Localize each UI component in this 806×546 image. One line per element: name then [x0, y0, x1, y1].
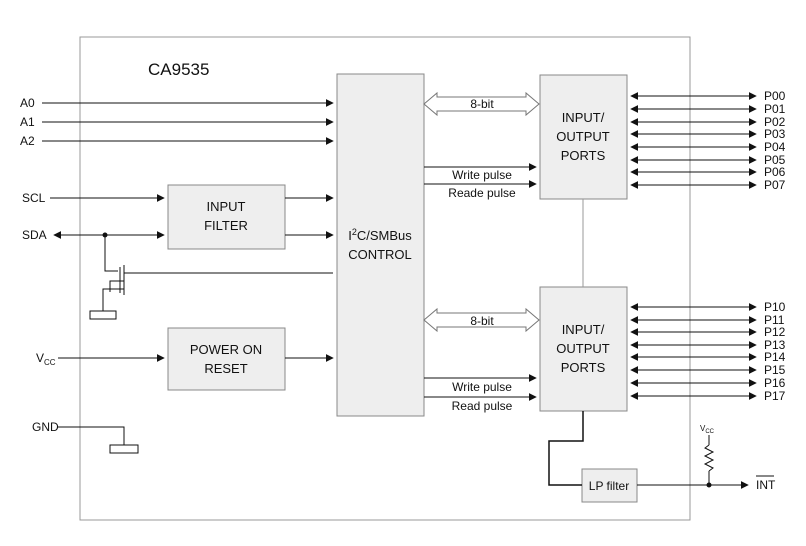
pin-p04: P04: [764, 140, 786, 154]
control-block: I2C/SMBus CONTROL: [336, 73, 425, 417]
a0-label: A0: [20, 96, 35, 110]
pin-p01: P01: [764, 102, 786, 116]
int-junction: [706, 482, 712, 488]
chip-name: CA9535: [148, 60, 209, 79]
top-read-label: Reade pulse: [448, 186, 516, 200]
pin-p14: P14: [764, 350, 786, 364]
pin-p17: P17: [764, 389, 786, 403]
pin-p11: P11: [764, 313, 785, 327]
int-output-line: [637, 435, 749, 489]
power-on-reset-label-1: POWER ON: [190, 342, 262, 357]
a2-label: A2: [20, 134, 35, 148]
lp-filter-block: LP filter: [581, 468, 638, 503]
control-label-2: CONTROL: [348, 247, 412, 262]
pin-p06: P06: [764, 165, 786, 179]
pin-p03: P03: [764, 127, 786, 141]
pin-p00: P00: [764, 89, 786, 103]
top-write-label: Write pulse: [452, 168, 512, 182]
int-label: INT: [756, 478, 776, 492]
vcc-label: VCC: [36, 351, 56, 367]
top-bus-label: 8-bit: [470, 97, 494, 111]
int-pullup-vcc-label: VCC: [700, 424, 715, 435]
pin-p12: P12: [764, 325, 786, 339]
sda-junction: [102, 232, 108, 238]
io-port-0-block: INPUT/ OUTPUT PORTS: [539, 74, 628, 200]
a1-label: A1: [20, 115, 35, 129]
pin-p10: P10: [764, 300, 786, 314]
power-lines: [58, 354, 334, 454]
port0-pins: [630, 92, 757, 189]
io-port-1-label-2: OUTPUT: [556, 341, 610, 356]
interrupt-path: [548, 411, 584, 486]
pin-p02: P02: [764, 115, 786, 129]
top-bus: [423, 91, 540, 188]
bottom-write-label: Write pulse: [452, 380, 512, 394]
port1-pins: [630, 303, 757, 400]
bottom-bus-label: 8-bit: [470, 314, 494, 328]
io-port-0-label-1: INPUT/: [562, 110, 605, 125]
address-lines: [42, 99, 334, 145]
pin-p05: P05: [764, 153, 786, 167]
chip-outline: [79, 36, 691, 521]
pin-p15: P15: [764, 363, 786, 377]
power-on-reset-block: POWER ON RESET: [167, 327, 286, 391]
pin-p07: P07: [764, 178, 786, 192]
scl-label: SCL: [22, 191, 46, 205]
bottom-bus: [423, 307, 540, 401]
lp-filter-label: LP filter: [589, 479, 629, 493]
input-filter-label-2: FILTER: [204, 218, 248, 233]
input-filter-label-1: INPUT: [207, 199, 246, 214]
input-filter-block: INPUT FILTER: [167, 184, 286, 250]
pin-p16: P16: [764, 376, 786, 390]
gnd-label: GND: [32, 420, 59, 434]
pin-p13: P13: [764, 338, 786, 352]
bottom-read-label: Read pulse: [452, 399, 513, 413]
power-on-reset-label-2: RESET: [204, 361, 247, 376]
io-port-0-label-3: PORTS: [561, 148, 606, 163]
io-port-1-label-1: INPUT/: [562, 322, 605, 337]
io-port-1-label-3: PORTS: [561, 360, 606, 375]
io-port-0-label-2: OUTPUT: [556, 129, 610, 144]
io-port-1-block: INPUT/ OUTPUT PORTS: [539, 286, 628, 412]
i2c-lines: [50, 194, 334, 320]
sda-label: SDA: [22, 228, 47, 242]
control-label-1: I2C/SMBus: [348, 227, 412, 243]
